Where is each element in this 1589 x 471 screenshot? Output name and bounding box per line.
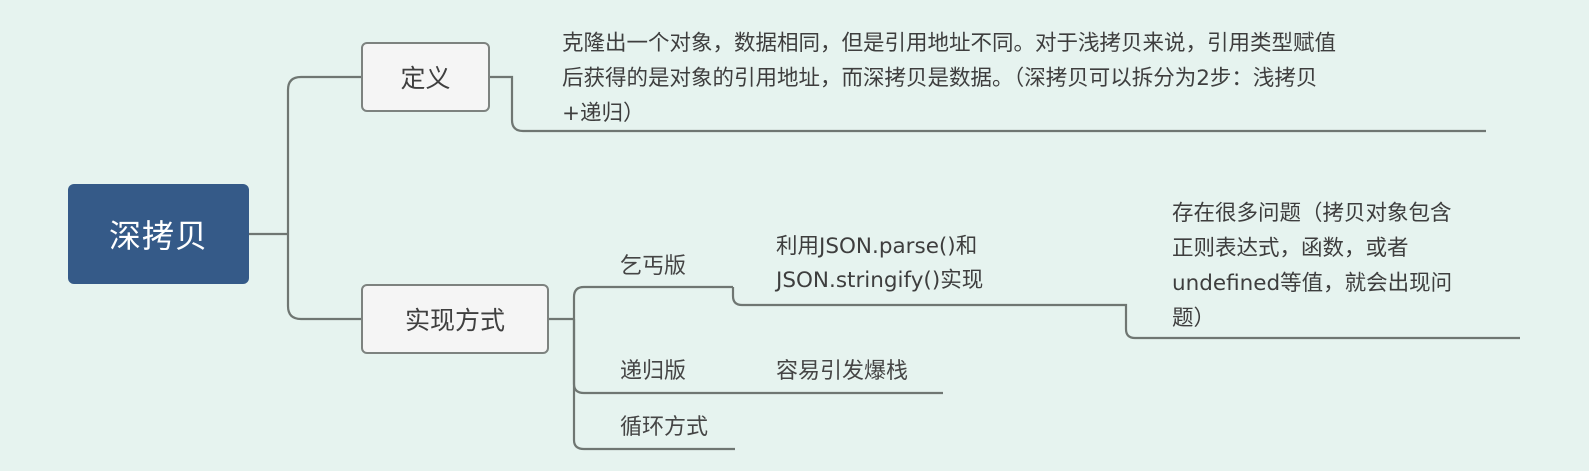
topic-definition-label: 定义 bbox=[400, 64, 451, 93]
beggar-note-line-1: 存在很多问题（拷贝对象包含 bbox=[1172, 201, 1452, 226]
beggar-detail-line-2: JSON.stringify()实现 bbox=[776, 268, 984, 293]
beggar-version-note[interactable]: 存在很多问题（拷贝对象包含 正则表达式，函数，或者 undefined等值，就会… bbox=[1172, 196, 1452, 336]
recursive-version-detail[interactable]: 容易引发爆栈 bbox=[776, 355, 908, 389]
beggar-note-line-4: 题） bbox=[1172, 306, 1216, 331]
topic-definition[interactable]: 定义 bbox=[361, 42, 490, 112]
definition-line-3: +递归） bbox=[562, 101, 645, 126]
beggar-detail-line-1: 利用JSON.parse()和 bbox=[776, 234, 978, 259]
topic-implementation-label: 实现方式 bbox=[404, 306, 505, 335]
topic-implementation[interactable]: 实现方式 bbox=[361, 284, 549, 354]
definition-text[interactable]: 克隆出一个对象，数据相同，但是引用地址不同。对于浅拷贝来说，引用类型赋值 后获得… bbox=[562, 26, 1482, 131]
subtopic-loop-method[interactable]: 循环方式 bbox=[620, 411, 708, 445]
beggar-version-detail[interactable]: 利用JSON.parse()和 JSON.stringify()实现 bbox=[776, 230, 983, 298]
root-topic[interactable]: 深拷贝 bbox=[68, 184, 249, 284]
subtopic-recursive-version[interactable]: 递归版 bbox=[620, 355, 686, 389]
subtopic-beggar-version[interactable]: 乞丐版 bbox=[620, 250, 686, 284]
recursive-detail-text: 容易引发爆栈 bbox=[776, 359, 909, 384]
definition-line-1: 克隆出一个对象，数据相同，但是引用地址不同。对于浅拷贝来说，引用类型赋值 bbox=[562, 31, 1337, 56]
subtopic-beggar-version-label: 乞丐版 bbox=[620, 254, 687, 279]
beggar-note-line-3: undefined等值，就会出现问 bbox=[1172, 271, 1453, 296]
subtopic-recursive-version-label: 递归版 bbox=[620, 359, 687, 384]
subtopic-loop-method-label: 循环方式 bbox=[620, 415, 709, 440]
root-topic-label: 深拷贝 bbox=[108, 217, 208, 255]
definition-line-2: 后获得的是对象的引用地址，而深拷贝是数据。（深拷贝可以拆分为2步：浅拷贝 bbox=[562, 66, 1318, 91]
beggar-note-line-2: 正则表达式，函数，或者 bbox=[1172, 236, 1409, 261]
